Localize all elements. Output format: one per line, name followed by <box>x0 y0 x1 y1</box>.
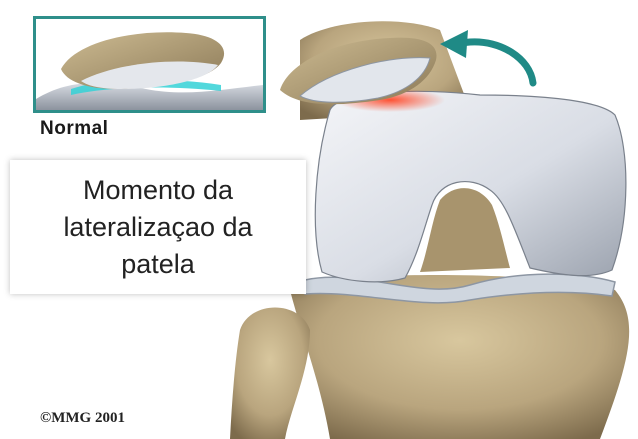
fibula-bone <box>230 308 310 439</box>
copyright-text: ©MMG 2001 <box>40 410 125 427</box>
caption-text: Momento da lateralizaçao da patela <box>63 172 252 283</box>
normal-inset-frame <box>33 16 266 113</box>
inset-label: Normal <box>40 118 108 140</box>
caption-box: Momento da lateralizaçao da patela <box>10 160 306 294</box>
normal-patella-illustration <box>36 19 263 110</box>
